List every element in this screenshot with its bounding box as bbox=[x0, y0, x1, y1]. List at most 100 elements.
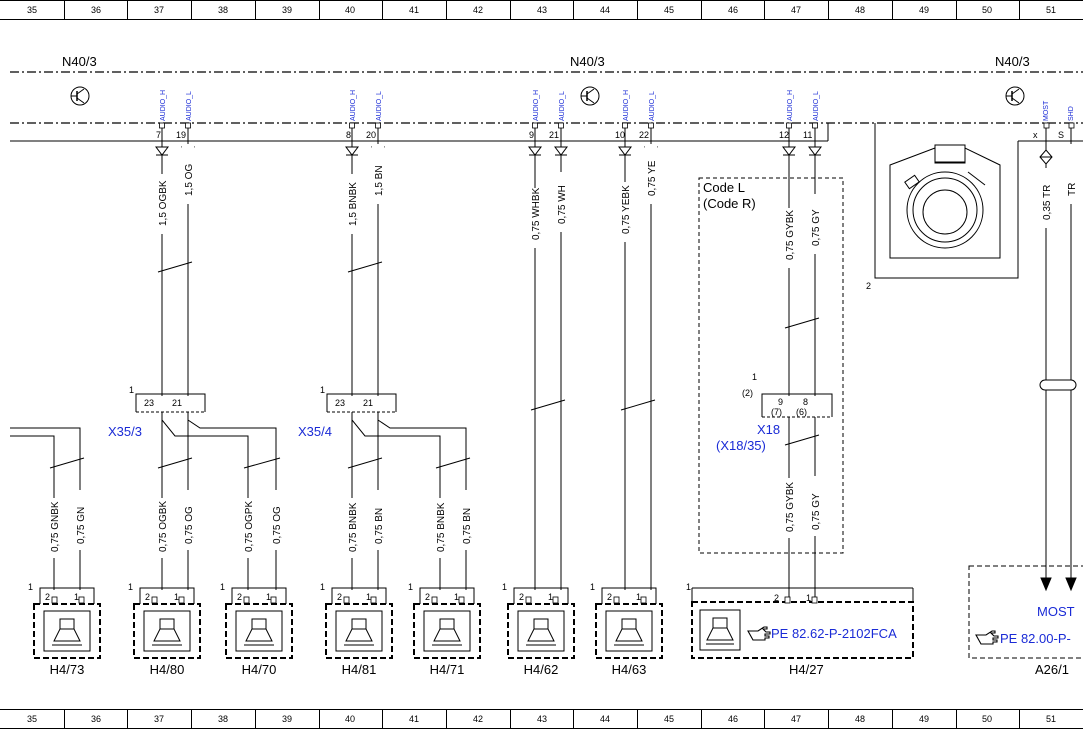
grid-label: 41 bbox=[409, 5, 419, 15]
component-label: H4/70 bbox=[242, 662, 277, 677]
grid-label: 39 bbox=[282, 714, 292, 724]
grid-label: 36 bbox=[91, 5, 101, 15]
speaker-pin-2: 2 bbox=[425, 592, 430, 602]
component-label: H4/80 bbox=[150, 662, 185, 677]
pin-signal-label: AUDIO_L bbox=[649, 91, 656, 121]
wire-label: 0,75 OG bbox=[270, 490, 283, 550]
wire-label-text: 0,75 WHBK bbox=[531, 187, 542, 240]
grid-label: 43 bbox=[537, 714, 547, 724]
wire-label: 0,75 YEBK bbox=[619, 182, 632, 242]
wire-label-text: 0,75 OGBK bbox=[158, 501, 169, 552]
pin-signal-label: AUDIO_L bbox=[813, 91, 820, 121]
connector-x35-4: 1 23 21 X35/4 bbox=[298, 385, 397, 439]
wire-label: 0,75 BNBK bbox=[434, 498, 447, 558]
fiber-optic-connector-icon bbox=[889, 144, 1001, 259]
speaker-pin-1: 1 bbox=[266, 592, 271, 602]
grid-label: 51 bbox=[1046, 5, 1056, 15]
wire-label: 1,5 BN bbox=[372, 144, 385, 204]
wire-label-text: 0,75 GNBK bbox=[50, 501, 61, 552]
speaker-pin-1: 1 bbox=[74, 592, 79, 602]
grid-label: 49 bbox=[919, 5, 929, 15]
wire-label: 0,75 GN bbox=[74, 490, 87, 550]
wire-label: 0,75 OGBK bbox=[156, 498, 169, 558]
connector-label-x18: X18 bbox=[757, 422, 780, 437]
speaker-icon bbox=[423, 610, 471, 652]
most-pin: MOST x bbox=[1033, 100, 1050, 140]
code-label-alt: (Code R) bbox=[703, 196, 756, 211]
speaker-pin-1: 1 bbox=[174, 592, 179, 602]
grid-label: 42 bbox=[473, 714, 483, 724]
transistor-icon bbox=[70, 86, 90, 106]
wire-label: TR bbox=[1065, 144, 1078, 204]
wire-label: 0,75 GY bbox=[809, 476, 822, 536]
component-number: 1 bbox=[408, 582, 413, 592]
wire-label: 0,75 BN bbox=[372, 490, 385, 550]
wire-label-text: 1,5 BN bbox=[374, 165, 385, 196]
code-label: Code L bbox=[703, 180, 745, 195]
reference-link[interactable]: PE 82.62-P-2102FCA bbox=[771, 626, 897, 641]
pin-signal-label: AUDIO_H bbox=[533, 90, 540, 121]
grid-label: 45 bbox=[664, 5, 674, 15]
connector-number: 1 bbox=[320, 385, 325, 395]
speaker-pin-2: 2 bbox=[145, 592, 150, 602]
wire-label-text: 0,75 GYBK bbox=[785, 482, 796, 532]
grid-label: 37 bbox=[154, 5, 164, 15]
wire-label: 0,75 GYBK bbox=[783, 478, 796, 538]
component-a26-1: MOST PE 82.00-P- A26/1 bbox=[968, 565, 1083, 675]
wire-label-text: 0,75 YE bbox=[647, 160, 658, 196]
component-number: 1 bbox=[590, 582, 595, 592]
speaker-pin-2: 2 bbox=[607, 592, 612, 602]
wires bbox=[10, 128, 1077, 600]
wire-label: 0,75 GY bbox=[809, 194, 822, 254]
grid-label: 46 bbox=[728, 714, 738, 724]
component-label: H4/62 bbox=[524, 662, 559, 677]
pin-number: 9 bbox=[529, 130, 534, 140]
grid-label: 50 bbox=[982, 714, 992, 724]
connector-label-x35-4: X35/4 bbox=[298, 424, 332, 439]
speaker-icon bbox=[235, 610, 283, 652]
wire-label: 1,5 BNBK bbox=[346, 174, 359, 234]
component-number: 1 bbox=[28, 582, 33, 592]
pin-number: 7 bbox=[156, 130, 161, 140]
grid-label: 40 bbox=[345, 714, 355, 724]
wire-label: 0,75 GYBK bbox=[783, 208, 796, 268]
speaker-icon bbox=[335, 610, 383, 652]
grid-label: 46 bbox=[728, 5, 738, 15]
speaker-pin-1: 1 bbox=[366, 592, 371, 602]
speaker-icon bbox=[605, 610, 653, 652]
speaker-pin-2: 2 bbox=[337, 592, 342, 602]
pin-number: 11 bbox=[803, 130, 812, 140]
pin-number-x: x bbox=[1033, 130, 1038, 140]
grid-label: 48 bbox=[855, 5, 865, 15]
code-box: Code L (Code R) bbox=[698, 177, 844, 554]
connector-number: 1 bbox=[752, 372, 757, 382]
grid-label: 40 bbox=[345, 5, 355, 15]
wire-label-text: 0,75 YEBK bbox=[621, 185, 632, 234]
pin-number: 12 bbox=[779, 130, 789, 140]
pin-number: 22 bbox=[639, 130, 649, 140]
speaker-pin-1: 1 bbox=[636, 592, 641, 602]
reference-link[interactable]: PE 82.00-P- bbox=[1000, 631, 1071, 646]
pin-signal-label: AUDIO_H bbox=[787, 90, 794, 121]
connector-pin-alt-6: (6) bbox=[796, 407, 807, 417]
speaker-pin-1: 1 bbox=[806, 593, 811, 603]
grid-label: 39 bbox=[282, 5, 292, 15]
pin-number: 10 bbox=[615, 130, 625, 140]
transistor-icon bbox=[1005, 86, 1025, 106]
module-label-left: N40/3 bbox=[62, 54, 97, 69]
component-number: 1 bbox=[220, 582, 225, 592]
module-label-right: N40/3 bbox=[995, 54, 1030, 69]
wire-label-text: 0,75 BNBK bbox=[436, 502, 447, 552]
speaker-icon bbox=[699, 609, 741, 651]
grid-label: 36 bbox=[91, 714, 101, 724]
wire-label-text: 1,5 BNBK bbox=[348, 182, 359, 226]
wire-label-text: 0,75 WH bbox=[557, 185, 568, 224]
